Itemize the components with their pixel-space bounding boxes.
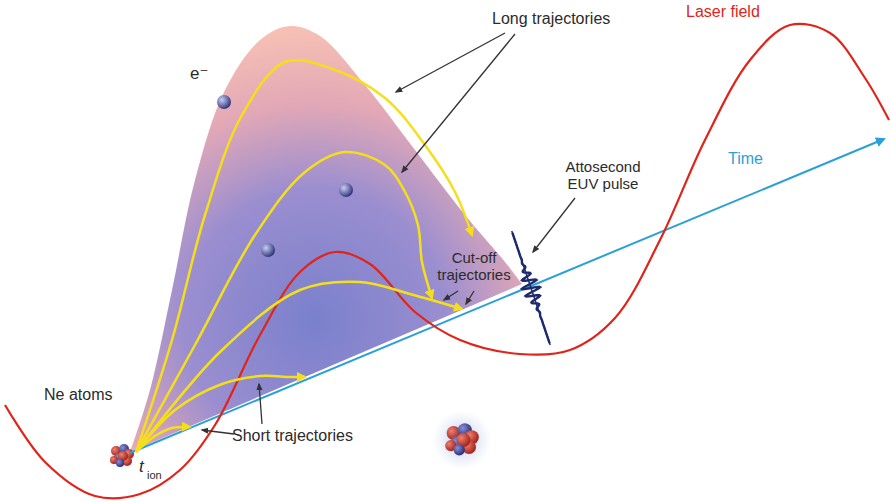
leader-arrow	[533, 198, 575, 252]
long-trajectory	[136, 60, 472, 452]
leader-arrow	[444, 291, 458, 300]
field-label: Laser field	[686, 3, 760, 21]
time-symbol: t	[139, 457, 144, 477]
nucleon	[116, 459, 124, 467]
long-trajectory	[136, 152, 432, 452]
atom-glow	[432, 410, 492, 470]
electron-wavepacket	[130, 26, 522, 452]
leader-arrow	[396, 33, 505, 92]
cutoff-trajectory	[136, 282, 462, 452]
short-trajectory	[136, 427, 190, 452]
trajectory-label: Long trajectories	[492, 10, 610, 28]
euv-pulse	[512, 233, 549, 343]
trajectory-label: Cut-off trajectories	[432, 249, 516, 284]
electron-label: e⁻	[190, 64, 208, 84]
nucleon	[454, 444, 465, 455]
electron	[261, 243, 275, 257]
euv-pulse	[512, 231, 550, 345]
atom-glow	[107, 441, 137, 471]
laser-field-curve	[5, 24, 889, 499]
leader-arrow	[202, 430, 234, 434]
time-axis	[130, 139, 884, 453]
ne-atom	[432, 410, 492, 470]
axis-label: Time	[728, 150, 763, 168]
leader-arrow	[259, 384, 262, 424]
ne-atom	[107, 441, 137, 471]
leader-arrow	[466, 291, 474, 304]
pulse-label: Attosecond EUV pulse	[553, 158, 653, 193]
leader-arrow	[402, 34, 515, 172]
atoms-label: Ne atoms	[44, 386, 112, 404]
electron	[339, 183, 353, 197]
electron	[217, 95, 231, 109]
trajectory-label: Short trajectories	[232, 427, 353, 445]
time-subscript: ion	[147, 469, 162, 482]
